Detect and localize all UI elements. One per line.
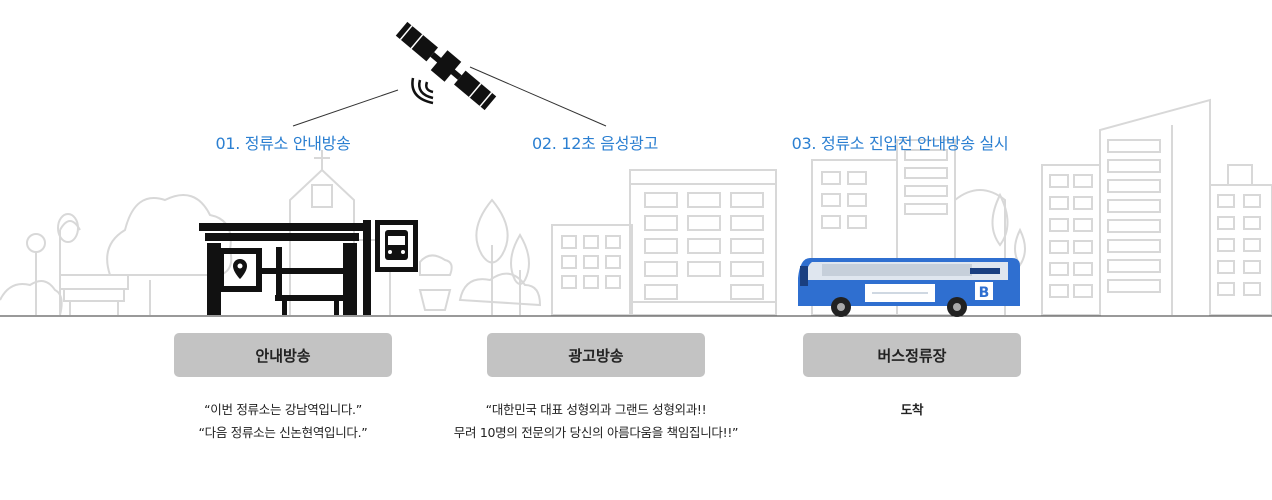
step-title-2: 02. 12초 음성광고 xyxy=(532,134,658,153)
step-1-line-1: “이번 정류소는 강남역입니다.” xyxy=(204,402,362,417)
step-1-description: “이번 정류소는 강남역입니다.” “다음 정류소는 신논현역입니다.” xyxy=(199,398,368,444)
signal-line-right xyxy=(469,66,607,127)
step-title-1: 01. 정류소 안내방송 xyxy=(215,134,351,153)
step-2-description: “대한민국 대표 성형외과 그랜드 성형외과!! 무려 10명의 전문의가 당신… xyxy=(453,398,739,444)
step-2-line-1: “대한민국 대표 성형외과 그랜드 성형외과!! xyxy=(485,402,707,417)
step-1-line-2: “다음 정류소는 신논현역입니다.” xyxy=(198,425,368,440)
ad-broadcast-pill: 광고방송 xyxy=(487,333,705,377)
announcement-pill: 안내방송 xyxy=(174,333,392,377)
bus-stop-pill: 버스정류장 xyxy=(803,333,1021,377)
satellite-icon xyxy=(395,21,497,111)
step-3-line-1: 도착 xyxy=(900,402,924,417)
bus-stop-icon xyxy=(199,220,418,315)
step-title-3: 03. 정류소 진입전 안내방송 실시 xyxy=(791,134,1009,153)
step-3-description: 도착 xyxy=(900,398,924,421)
bus-icon: B xyxy=(798,258,1020,317)
signal-wave-icon xyxy=(411,77,434,105)
signal-line-left xyxy=(292,89,399,127)
step-2-line-2: 무려 10명의 전문의가 당신의 아름다움을 책임집니다!!” xyxy=(453,425,739,440)
bus-logo-letter: B xyxy=(979,285,990,301)
